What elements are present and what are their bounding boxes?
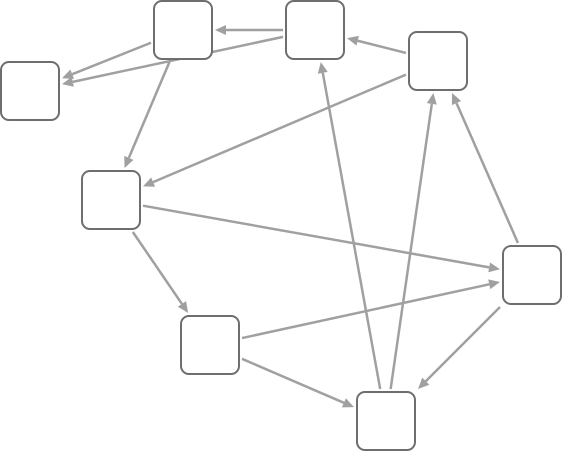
node-box-n8 (356, 391, 416, 451)
graph-node-n7 (502, 245, 562, 305)
edge-n7-n8 (424, 306, 501, 383)
arrowhead-n6-n7 (488, 279, 500, 290)
arrowhead-n3-n2 (215, 25, 226, 35)
arrowhead-n8-n5 (426, 93, 437, 105)
arrowhead-n2-n1 (62, 69, 75, 79)
edge-n4-n7 (142, 204, 490, 269)
arrowhead-n6-n8 (341, 398, 354, 408)
arrowhead-n5-n4 (143, 177, 156, 187)
node-box-n4 (81, 170, 141, 230)
arrowhead-n2-n4 (124, 155, 134, 168)
graph-node-n4 (81, 170, 141, 230)
graph-node-n2 (153, 0, 213, 60)
graph-node-n3 (285, 0, 345, 60)
graph-node-n5 (408, 31, 468, 91)
arrowhead-n7-n5 (451, 93, 462, 106)
edge-n5-n3 (357, 39, 407, 55)
arrowhead-n8-n3 (317, 62, 328, 74)
node-box-n6 (180, 315, 240, 375)
node-box-n7 (502, 245, 562, 305)
node-box-n5 (408, 31, 468, 91)
arrowhead-n4-n7 (488, 262, 500, 273)
edge-n5-n4 (152, 73, 407, 184)
arrowhead-n3-n1 (62, 76, 74, 87)
edge-n6-n8 (241, 357, 345, 404)
graph-node-n6 (180, 315, 240, 375)
node-box-n2 (153, 0, 213, 60)
graph-node-n8 (356, 391, 416, 451)
edge-n4-n6 (131, 231, 183, 305)
edge-n7-n5 (455, 102, 520, 244)
arrowhead-n4-n6 (177, 301, 189, 313)
edge-n8-n5 (389, 103, 434, 390)
edges-layer (62, 25, 520, 408)
node-box-n3 (285, 0, 345, 60)
arrowhead-n5-n3 (347, 35, 359, 46)
graph-node-n1 (0, 61, 60, 121)
edge-n8-n3 (321, 72, 382, 390)
arrowhead-n7-n8 (418, 377, 430, 389)
edge-n2-n4 (127, 61, 171, 159)
edge-n2-n1 (71, 41, 152, 76)
node-box-n1 (0, 61, 60, 121)
